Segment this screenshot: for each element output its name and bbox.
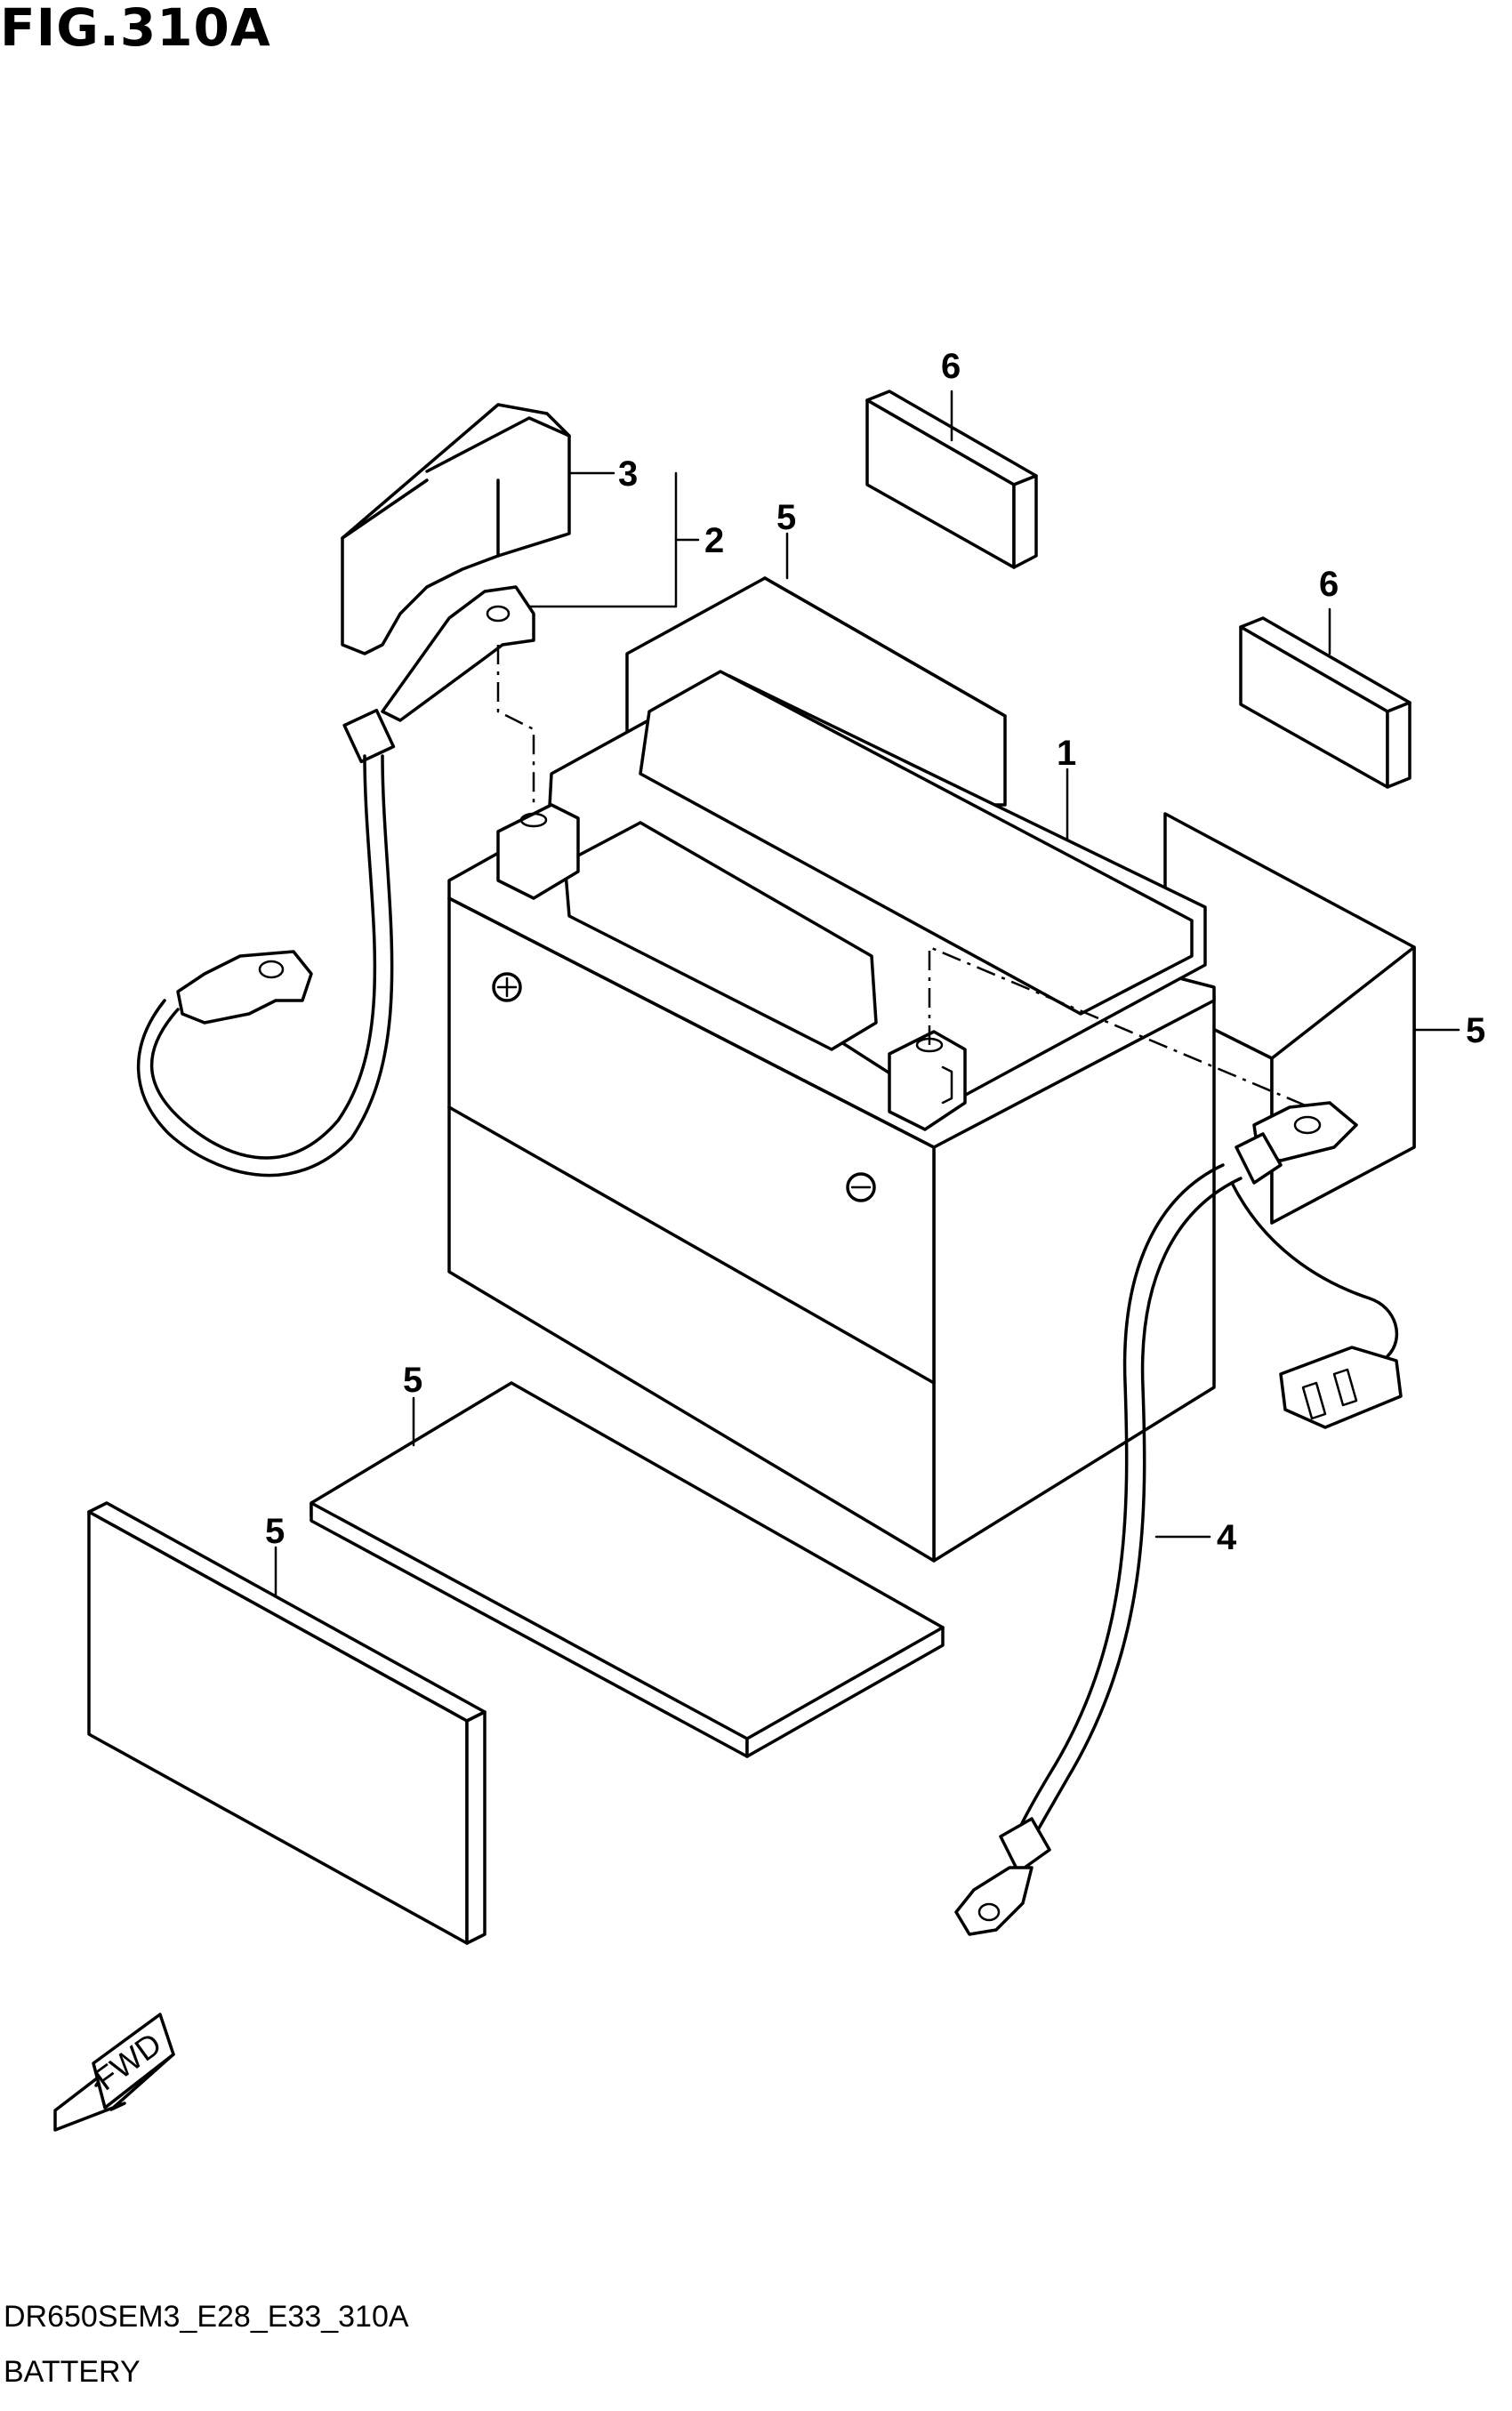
negative-cable-part-4	[954, 1101, 1403, 1936]
positive-terminal	[496, 803, 580, 900]
figure-title: FIG.310A	[0, 0, 271, 58]
callout-leaders	[274, 390, 1460, 1598]
plus-terminal-symbol	[492, 972, 522, 1002]
pad-part-6-right	[1239, 616, 1411, 789]
callout-5-back: 5	[776, 498, 796, 537]
callout-4: 4	[1217, 1518, 1237, 1557]
pad-part-5-front	[87, 1501, 487, 1945]
callout-5-right: 5	[1466, 1011, 1485, 1050]
callout-2: 2	[704, 521, 724, 560]
callout-3: 3	[618, 454, 638, 494]
minus-terminal-symbol	[846, 1172, 876, 1202]
forward-direction-arrow: FWD	[53, 2013, 175, 2132]
section-name: BATTERY	[4, 2355, 141, 2389]
assembly-line-positive	[496, 645, 535, 805]
callout-5-front: 5	[265, 1512, 285, 1551]
pad-part-5-bottom	[310, 1381, 945, 1758]
callout-6-upper: 6	[941, 347, 961, 386]
callout-5-bottom: 5	[403, 1361, 422, 1400]
assembly-line-negative	[928, 945, 1353, 1127]
positive-cable-part-2	[136, 585, 535, 1177]
diagram-code: DR650SEM3_E28_E33_310A	[4, 2300, 409, 2334]
callout-1: 1	[1057, 734, 1076, 773]
negative-terminal	[888, 1030, 967, 1131]
terminal-cover-part-3	[341, 403, 571, 655]
callout-6-right: 6	[1319, 565, 1339, 604]
